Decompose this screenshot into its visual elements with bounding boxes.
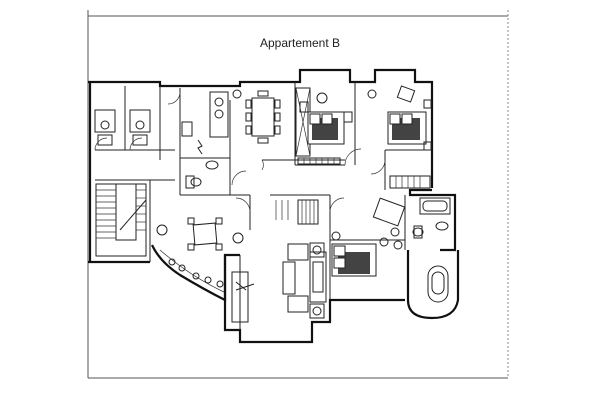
round-balcony <box>427 265 449 303</box>
bathroom-small <box>185 160 219 189</box>
kitchen <box>181 89 242 155</box>
bedroom-1 <box>297 92 362 166</box>
plan-title: Appartement B <box>259 36 341 50</box>
exterior-walls <box>88 68 460 344</box>
bedroom-2 <box>367 85 432 189</box>
corridor-closet <box>235 197 345 225</box>
interior-walls <box>95 82 432 330</box>
bathroom-right <box>372 197 451 250</box>
door-swings <box>167 91 264 186</box>
lounge-table <box>156 217 225 293</box>
stair <box>95 183 147 257</box>
living-room <box>231 232 327 323</box>
sheet-frame <box>87 10 509 379</box>
wc-cubicles <box>94 109 151 151</box>
bedroom-3 <box>331 231 389 277</box>
dining-table <box>245 90 281 144</box>
